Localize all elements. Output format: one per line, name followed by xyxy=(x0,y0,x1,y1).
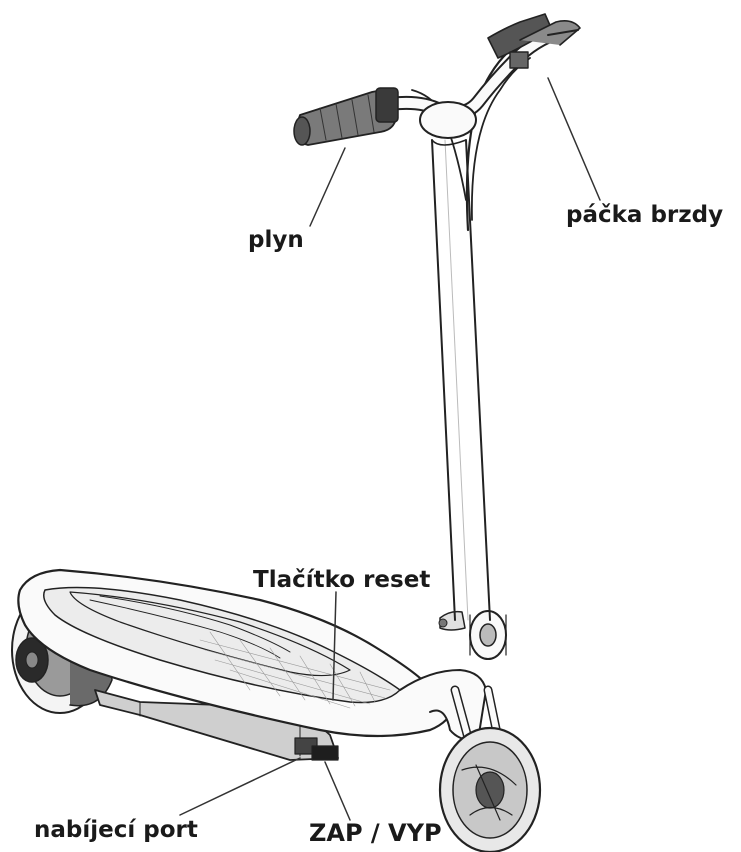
brake-lever-label: páčka brzdy xyxy=(566,204,723,227)
brake-leader xyxy=(548,78,600,200)
charging-port-leader xyxy=(180,758,300,815)
throttle-label: plyn xyxy=(248,229,304,252)
folding-clamp xyxy=(439,611,506,659)
deck xyxy=(18,570,486,740)
reset-button-label: Tlačítko reset xyxy=(253,569,430,592)
charging-port-label: nabíjecí port xyxy=(34,819,198,842)
throttle-leader xyxy=(310,148,345,226)
power-switch-knob xyxy=(312,746,338,760)
power-switch-leader xyxy=(325,762,350,820)
handlebar xyxy=(390,32,560,145)
power-switch-label: ZAP / VYP xyxy=(309,821,442,845)
throttle-grip xyxy=(294,88,398,145)
